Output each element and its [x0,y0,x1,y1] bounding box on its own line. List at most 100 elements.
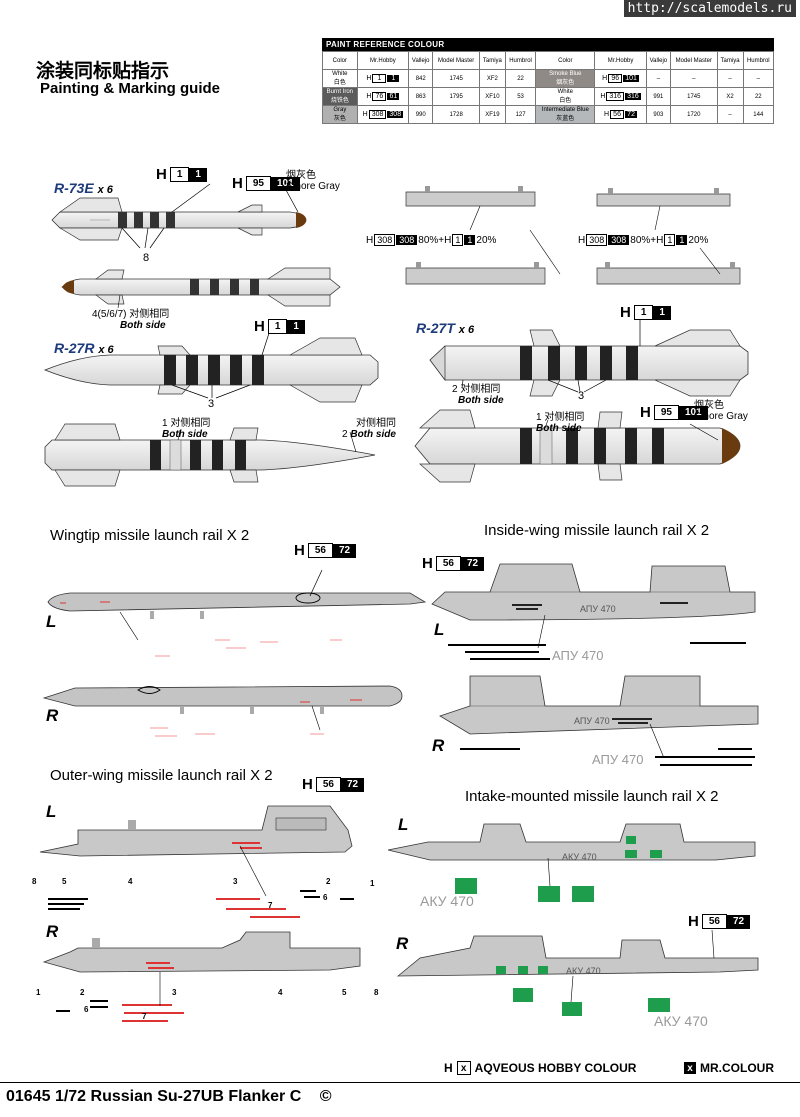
paint-h2: 308 [387,111,404,118]
inside-h-w: 56 [435,556,461,571]
paint-vallejo: 991 [645,87,672,106]
r73e-both-zh: 对侧相同 [129,309,170,320]
outer-R-n7: 7 [142,1012,147,1021]
intake-stencil-3: АКУ 470 [566,966,601,976]
pylons-right [596,188,741,285]
mix-l-pct-a: 80%+H [418,234,452,246]
paint-name-zh: 灰蓝色 [556,116,575,122]
paint-col-header: Tamiya [478,51,506,70]
wingtip-title: Wingtip missile launch rail X 2 [50,527,250,544]
paint-name-zh: 白色 [333,80,346,86]
wingtip-rail-left [47,569,427,657]
r27t-num-a: 2 [452,384,458,395]
r27r-callout-w: 1 [267,319,288,334]
paint-name-en: Burnt Iron [326,89,354,95]
paint-name-zh: 烧铁色 [330,98,349,104]
outer-L-n3: 3 [233,877,238,886]
intake-rail-left [387,823,756,902]
r73e-count: x 6 [97,184,113,196]
r27t-name: R-27T x 6 [416,320,474,336]
mix-r-c: 1 [664,234,676,246]
inside-rail-left [431,563,756,660]
outer-R-n2: 2 [80,988,85,997]
paint-name-en: Smoke Blue [549,71,582,77]
r27t-both-b: 1 对侧相同 Both side [536,412,584,434]
paint-name-en: White [332,71,348,77]
paint-name-zh: 白色 [559,98,572,104]
intake-title: Intake-mounted missile launch rail X 2 [465,788,719,805]
r27r-both-b-en: Both side [350,429,396,440]
paint-h2: 61 [387,93,400,100]
r27r-upper [43,329,379,403]
mix-r-pct-b: 20% [688,234,709,246]
outer-R-n8: 8 [374,988,379,997]
wingtip-h-w: 56 [307,543,333,558]
intake-stencil-2: АКУ 470 [562,852,597,862]
r27t-name-text: R-27T [416,320,455,336]
r73e-smoke-b: 101 [270,176,300,191]
r27r-both-a-zh: 对侧相同 [170,418,211,429]
r27t-upper [429,320,749,397]
r27r-name-text: R-27R [54,340,95,356]
outer-L-n8: 8 [32,877,37,886]
intake-h-w: 56 [701,914,727,929]
paint-name-en: White [557,89,573,95]
r27t-both-a-en: Both side [458,395,504,406]
intake-stencil-1: АКУ 470 [420,893,474,909]
mix-l-c: 1 [452,234,464,246]
outer-R-n3: 3 [172,988,177,997]
mix-l-pct-b: 20% [476,234,497,246]
intake-L: L [398,815,409,834]
r27t-both-a-zh: 对侧相同 [460,384,501,395]
wingtip-R: R [46,706,59,725]
paint-humbrol: 144 [742,105,775,124]
r27r-callout-b: 1 [287,319,305,334]
legend-mr-label: MR.COLOUR [700,1061,774,1075]
r27r-both-a-en: Both side [162,429,208,440]
r73e-callout-b: 1 [189,167,207,182]
r73e-lower [61,267,341,309]
r27t-both-b-en: Both side [536,423,582,434]
mix-r-b: 308 [608,235,630,245]
inside-h-b: 72 [460,556,485,571]
outer-L-n5: 5 [62,877,67,886]
r27r-count: x 6 [98,344,114,356]
paint-h1: 76 [372,92,387,101]
legend-x-box: x [456,1061,471,1075]
r27r-lower [44,423,376,487]
r27t-count: x 6 [458,324,475,336]
r27t-smoke-w: 95 [653,405,679,420]
r27t-smoke-en: Smore Gray [694,411,748,422]
footer-text: 01645 1/72 Russian Su-27UB Flanker C [6,1088,302,1105]
r73e-num2: 4(5/6/7) [92,309,127,320]
paint-name-en: Gray [333,107,347,113]
mix-l-d: 1 [464,235,476,245]
inside-rail-right [439,675,759,766]
mix-r-d: 1 [676,235,688,245]
intake-rail-right [396,929,759,1016]
outer-rail-left [39,805,354,918]
paint-h1: 1 [372,74,387,83]
r73e-name-text: R-73E [54,180,94,196]
intake-R: R [396,934,409,953]
legend-aq-label: AQVEOUS HOBBY COLOUR [474,1061,637,1075]
r27t-smoke-label: 烟灰色 Smore Gray [694,400,748,422]
paint-h2: 72 [625,111,638,118]
footer-divider [0,1082,800,1083]
paint-col-header: Humbrol [742,51,775,70]
